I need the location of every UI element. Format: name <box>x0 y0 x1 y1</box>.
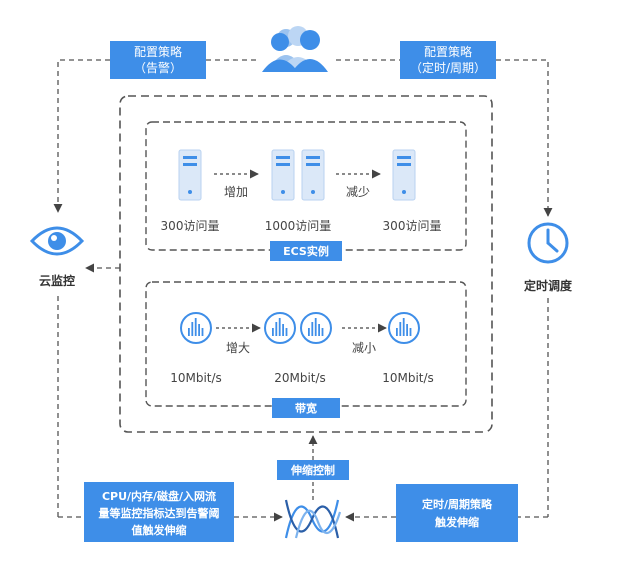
cloud-monitor-label: 云监控 <box>39 273 75 288</box>
clock-icon <box>527 222 569 264</box>
policy-schedule-line1: 配置策略 <box>424 44 472 59</box>
eye-icon <box>29 226 85 256</box>
ecs-badge <box>270 241 342 261</box>
policy-alarm-box: 配置策略 （告警） <box>110 41 206 79</box>
connector-alarm-monitor <box>53 59 110 213</box>
bandwidth-icons <box>180 312 420 344</box>
bandwidth-label: 20Mbit/s <box>274 371 326 385</box>
metrics-line3: 值触发伸缩 <box>132 523 187 537</box>
bandwidth-increase-label: 增大 <box>226 341 250 355</box>
server-icon <box>178 149 202 201</box>
policy-schedule-line2: （定时/周期） <box>410 60 486 75</box>
ecs-server-label: 1000访问量 <box>265 219 332 233</box>
scaling-control-badge <box>277 460 349 480</box>
ecs-server-label: 300访问量 <box>161 219 220 233</box>
bandwidth-label: 10Mbit/s <box>382 371 434 385</box>
bandwidth-badge-text: 带宽 <box>295 401 317 415</box>
connector-schedule-clock <box>496 59 553 217</box>
scheduled-label: 定时调度 <box>524 278 573 293</box>
server-icon <box>392 149 416 201</box>
bandwidth-icon <box>388 312 420 344</box>
bandwidth-icon <box>300 312 332 344</box>
policy-alarm-line2: （告警） <box>134 60 182 75</box>
bandwidth-decrease-label: 减小 <box>352 341 376 355</box>
ecs-badge-text: ECS实例 <box>283 244 329 258</box>
scaling-engine-icon <box>284 499 342 539</box>
metrics-line2: 量等监控指标达到告警阈 <box>99 506 220 520</box>
timer-line2: 触发伸缩 <box>434 515 479 529</box>
policy-alarm-line1: 配置策略 <box>134 44 182 59</box>
ecs-decrease-label: 减少 <box>346 185 370 199</box>
resource-group-outline <box>119 95 493 433</box>
timer-trigger-box: 定时/周期策略 触发伸缩 <box>396 484 518 542</box>
ecs-servers <box>178 149 416 201</box>
bandwidth-icon <box>264 312 296 344</box>
server-icon <box>301 149 325 201</box>
bandwidth-group-outline <box>145 281 467 407</box>
bandwidth-badge <box>272 398 340 418</box>
server-icon <box>271 149 295 201</box>
bandwidth-icon <box>180 312 212 344</box>
scaling-control-text: 伸缩控制 <box>290 463 335 477</box>
users-icon <box>262 26 328 72</box>
timer-line1: 定时/周期策略 <box>422 497 493 511</box>
ecs-increase-label: 增加 <box>224 185 248 199</box>
bandwidth-label: 10Mbit/s <box>170 371 222 385</box>
policy-schedule-box: 配置策略 （定时/周期） <box>400 41 496 79</box>
metrics-trigger-box: CPU/内存/磁盘/入网流 量等监控指标达到告警阈 值触发伸缩 <box>84 482 234 542</box>
ecs-server-label: 300访问量 <box>383 219 442 233</box>
metrics-line1: CPU/内存/磁盘/入网流 <box>102 489 216 503</box>
